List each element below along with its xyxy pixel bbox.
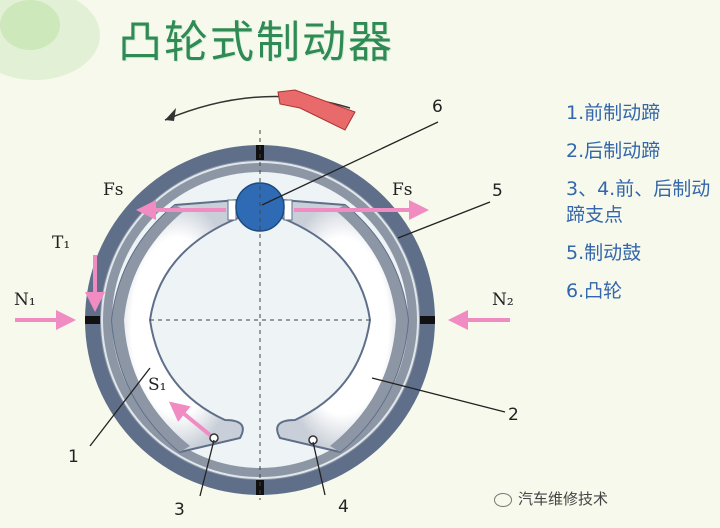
callout-5: 5: [492, 181, 503, 201]
legend-item-3: 3、4.前、后制动蹄支点: [566, 178, 711, 226]
callout-4: 4: [338, 497, 349, 517]
legend-item-1: 1.前制动蹄: [566, 102, 661, 124]
callout-line-6: [261, 121, 439, 206]
legend: 1.前制动蹄 2.后制动蹄 3、4.前、后制动蹄支点 5.制动鼓 6.凸轮: [566, 100, 716, 316]
label-n1: N₁: [14, 290, 36, 310]
callout-line-3: [199, 439, 215, 497]
page-title: 凸轮式制动器: [118, 17, 394, 68]
callout-line-5: [397, 201, 491, 239]
callout-line-4: [312, 441, 326, 496]
bg-blob-green: [0, 0, 60, 50]
legend-item-5: 6.凸轮: [566, 280, 623, 302]
label-fs-right: Fs: [392, 180, 413, 200]
callout-6: 6: [432, 97, 443, 117]
watermark-text: 汽车维修技术: [518, 490, 609, 508]
legend-item-2: 2.后制动蹄: [566, 140, 661, 162]
rear-shoe-lining: [330, 205, 408, 452]
label-s1: S₁: [148, 375, 166, 395]
drum-marker-bottom: [256, 480, 264, 495]
label-n2: N₂: [492, 290, 514, 310]
cam: [235, 182, 285, 232]
callout-line-1: [89, 367, 151, 447]
red-cam-lever: [277, 89, 356, 131]
drum-marker-left: [85, 316, 100, 324]
callout-1: 1: [68, 447, 79, 467]
front-shoe-lining: [112, 205, 190, 452]
drum-marker-right: [420, 316, 435, 324]
legend-item-4: 5.制动鼓: [566, 242, 642, 264]
label-t1: T₁: [52, 233, 70, 253]
callout-3: 3: [174, 500, 185, 520]
s1-arrow: [168, 401, 212, 437]
wechat-logo-icon: [494, 492, 512, 507]
label-fs-left: Fs: [103, 180, 124, 200]
drum-marker-top: [256, 145, 264, 160]
rotation-arrowhead: [165, 108, 176, 121]
callout-line-2: [371, 377, 506, 413]
cam-tip-right: [283, 199, 293, 221]
watermark: 汽车维修技术: [494, 488, 608, 509]
callout-2: 2: [508, 405, 519, 425]
cam-tip-left: [227, 199, 237, 221]
